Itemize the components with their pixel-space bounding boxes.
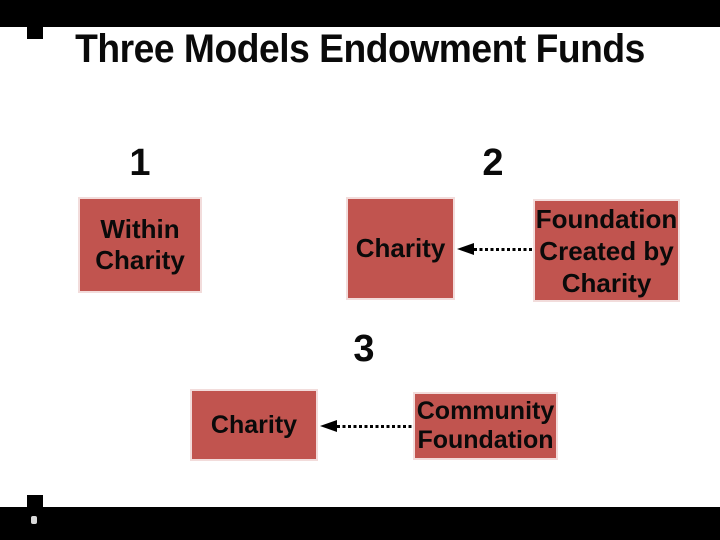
letterbox-top-notch xyxy=(27,27,43,39)
letterbox-top-bar xyxy=(0,0,720,27)
model-3-charity-box: Charity xyxy=(190,389,318,461)
arrow-dotted-shaft xyxy=(337,424,413,428)
model-2-dotted-arrow-left-icon xyxy=(457,243,534,255)
arrow-head-icon xyxy=(320,420,337,432)
model-3-number: 3 xyxy=(353,328,375,370)
model-1-number: 1 xyxy=(129,142,151,184)
within-charity-box-line2: Charity xyxy=(95,245,185,275)
arrow-dotted-shaft xyxy=(474,247,534,251)
within-charity-box-line1: Within xyxy=(100,214,180,244)
slide-title: Three Models Endowment Funds xyxy=(75,27,645,71)
foundation-box-line2: Created by xyxy=(539,235,674,266)
community-foundation-box: Community Foundation xyxy=(413,392,558,460)
watermark-mark xyxy=(31,516,37,524)
letterbox-bottom-bar xyxy=(0,507,720,540)
foundation-box-line3: Charity xyxy=(561,267,652,298)
model-2-number: 2 xyxy=(482,142,504,184)
letterbox-bottom-notch xyxy=(27,495,43,507)
foundation-created-by-charity-box: Foundation Created by Charity xyxy=(533,199,680,302)
model-3-dotted-arrow-left-icon xyxy=(320,420,413,432)
foundation-box-line1: Foundation xyxy=(535,203,678,234)
community-foundation-box-line1: Community xyxy=(416,397,555,425)
within-charity-box: Within Charity xyxy=(78,197,202,293)
community-foundation-box-line2: Foundation xyxy=(417,426,554,454)
arrow-head-icon xyxy=(457,243,474,255)
model-3-charity-box-label: Charity xyxy=(210,410,298,439)
model-2-charity-box-label: Charity xyxy=(355,233,446,263)
model-2-charity-box: Charity xyxy=(346,197,455,300)
